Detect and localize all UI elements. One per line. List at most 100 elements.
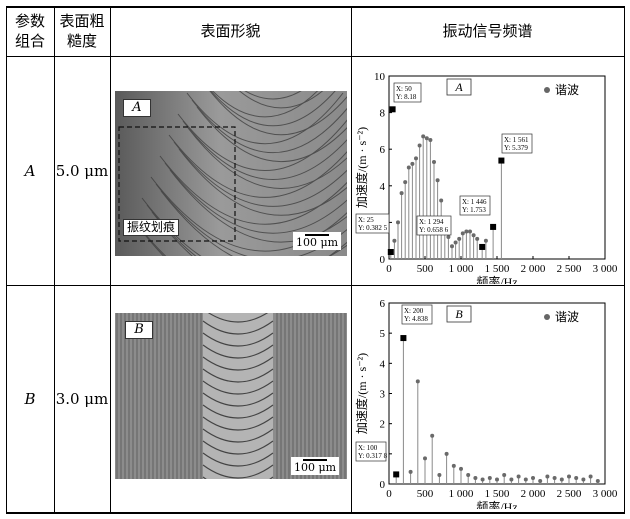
- datatip-x: X: 25: [358, 216, 374, 224]
- harmonic-marker: [459, 466, 463, 471]
- harmonic-marker: [466, 472, 471, 477]
- datatip-marker: [479, 243, 486, 250]
- datatip-y: Y: 0.382 5: [358, 224, 388, 232]
- harmonic-marker: [538, 478, 543, 483]
- header-spectrum: 振动信号频谱: [442, 22, 533, 40]
- surface-texture-arc: [209, 91, 347, 136]
- y-tick-label: 8: [380, 108, 386, 120]
- x-tick-label: 500: [417, 488, 434, 500]
- scale-bar-label: 100 μm: [295, 236, 339, 249]
- x-tick-label: 2 500: [557, 263, 582, 275]
- header-roughness: 表面粗 糙度: [59, 12, 105, 50]
- surface-texture-arc: [202, 320, 274, 335]
- x-tick-label: 1 500: [485, 263, 510, 275]
- plot-frame: [388, 302, 606, 485]
- x-axis-label: 频率/Hz: [476, 274, 517, 284]
- surface-texture-arc: [202, 428, 274, 443]
- datatip-box: [501, 133, 533, 154]
- datatip-marker: [400, 335, 407, 342]
- x-tick-label: 2 000: [521, 488, 546, 500]
- surface-texture-arc: [212, 91, 318, 118]
- panel-label-box: [446, 78, 472, 96]
- harmonic-marker: [399, 191, 404, 196]
- x-axis-label: 频率/Hz: [476, 499, 517, 509]
- y-tick-label: 5: [380, 328, 386, 340]
- surface-photo-b: B 100 μm: [115, 313, 347, 479]
- results-table: 参数 组合 表面粗 糙度 表面形貌 振动信号频谱 A 5.0 μm A 振纹划痕…: [6, 6, 625, 514]
- table-bottom-rule: [6, 512, 625, 514]
- harmonic-marker: [581, 477, 586, 482]
- col-rule-0: [6, 6, 7, 514]
- surface-texture-arc: [202, 404, 274, 419]
- surface-texture-arc: [202, 332, 274, 347]
- y-axis-label: 加速度/(m · s⁻²): [354, 127, 369, 208]
- harmonic-marker: [424, 136, 429, 141]
- harmonic-marker: [595, 478, 600, 483]
- harmonic-marker: [473, 475, 478, 480]
- surface-texture-arc: [146, 204, 197, 256]
- table-top-rule: [6, 6, 625, 8]
- panel-label: B: [455, 307, 463, 321]
- harmonic-marker: [408, 469, 413, 474]
- harmonic-marker: [403, 180, 408, 185]
- harmonic-marker: [432, 160, 436, 165]
- harmonic-marker: [487, 475, 492, 480]
- photo-a-scale-bar: 100 μm: [293, 232, 341, 250]
- surface-texture-arc: [182, 120, 347, 180]
- y-tick-label: 10: [374, 71, 386, 83]
- scale-bar-label: 100 μm: [293, 461, 337, 474]
- x-tick-label: 2 000: [521, 263, 546, 275]
- datatip-y: Y: 4.838: [404, 315, 428, 323]
- surface-texture-arc: [150, 176, 347, 252]
- harmonic-marker: [483, 238, 488, 243]
- harmonic-marker: [523, 477, 528, 482]
- surface-texture-arc: [178, 148, 347, 216]
- y-tick-label: 4: [380, 358, 386, 370]
- x-tick-label: 0: [386, 263, 392, 275]
- harmonic-marker: [545, 474, 550, 479]
- datatip-marker: [389, 106, 396, 113]
- col-rule-4: [624, 6, 625, 514]
- surface-texture-arc: [202, 452, 274, 467]
- harmonic-marker: [480, 477, 485, 482]
- surface-texture-arc: [202, 440, 274, 455]
- datatip-y: Y: 1.753: [462, 206, 486, 214]
- surface-texture-arc: [202, 344, 274, 359]
- legend-label: 谐波: [555, 83, 579, 97]
- panel-label-box: [446, 305, 472, 323]
- x-tick-label: 1 000: [449, 488, 474, 500]
- harmonic-marker: [392, 238, 397, 243]
- harmonic-marker: [567, 474, 571, 479]
- x-tick-label: 1 000: [449, 263, 474, 275]
- y-tick-label: 3: [380, 389, 386, 401]
- harmonic-marker: [410, 161, 415, 166]
- row-b-roughness: 3.0 μm: [55, 390, 109, 408]
- surface-texture-arc: [186, 92, 344, 144]
- y-tick-label: 0: [380, 254, 386, 266]
- header-rule: [6, 56, 625, 57]
- harmonic-marker: [471, 233, 476, 238]
- surface-texture-arc: [160, 190, 347, 256]
- harmonic-marker: [453, 240, 458, 245]
- y-tick-label: 0: [380, 479, 386, 491]
- col-rule-2: [110, 6, 111, 514]
- harmonic-marker: [446, 235, 451, 240]
- chatter-mark-annotation: 振纹划痕: [123, 219, 180, 236]
- y-tick-label: 6: [380, 298, 386, 310]
- surface-texture-arc: [202, 416, 274, 431]
- harmonic-marker: [417, 143, 422, 148]
- harmonic-marker: [574, 475, 579, 480]
- legend-marker: [544, 87, 550, 93]
- datatip-x: X: 50: [396, 85, 412, 93]
- surface-texture-arc: [159, 155, 347, 225]
- surface-texture-arc: [173, 141, 347, 207]
- datatip-marker: [393, 471, 400, 478]
- datatip-box: [459, 195, 491, 216]
- harmonic-marker: [588, 474, 593, 479]
- surface-texture-arc: [202, 392, 274, 407]
- harmonic-marker: [464, 229, 469, 234]
- harmonic-marker: [435, 178, 440, 183]
- x-tick-label: 3 000: [593, 488, 618, 500]
- x-tick-label: 0: [386, 488, 392, 500]
